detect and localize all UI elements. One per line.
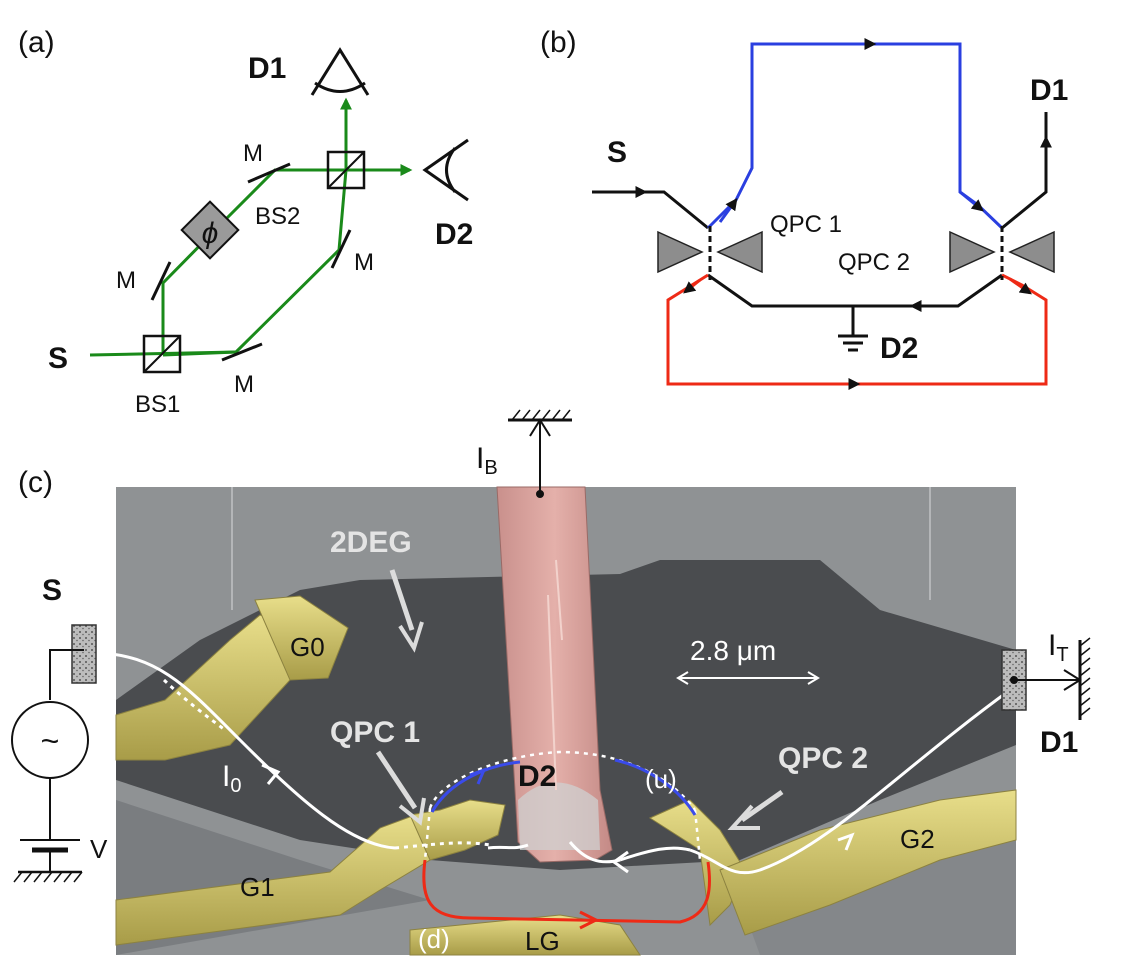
mirror-left-icon [150, 261, 172, 301]
d1-label: D1 [1030, 74, 1068, 107]
two-deg-label: 2DEG [330, 526, 412, 559]
ac-source-label: ~ [41, 723, 60, 759]
path-up-label: (u) [645, 764, 677, 794]
mirror-top-icon [247, 162, 291, 184]
edge-channel-white [97, 651, 1011, 875]
gate-lg-label: LG [525, 926, 560, 956]
lower-path-red [422, 859, 712, 924]
edge-channels-black [592, 112, 1052, 352]
gate-lg [409, 914, 641, 956]
bs2-label: BS2 [255, 203, 300, 230]
path-down-label: (d) [418, 924, 450, 954]
qpc1-label: QPC 1 [770, 211, 842, 238]
panel-a-label: (a) [18, 26, 55, 59]
upper-path-blue-left [430, 760, 521, 813]
panel-b-label: (b) [540, 26, 577, 59]
gate-g2-label: G2 [900, 824, 935, 854]
current-it-label: IT [1048, 629, 1069, 666]
current-ib-label: IB [476, 442, 498, 479]
d1-label: D1 [1040, 726, 1078, 759]
i0-path [97, 651, 396, 850]
beam-lower-arm [162, 169, 348, 357]
source-label: S [48, 342, 68, 375]
arrow-return-icon [611, 850, 629, 874]
detector-d2-icon [422, 138, 469, 202]
pointer-arrows [375, 569, 784, 830]
arrow-upper-icon [469, 767, 487, 785]
source-circuit [11, 649, 89, 883]
d1-label: D1 [248, 52, 286, 85]
mirror-icons [150, 162, 352, 362]
gate-g0-pad [254, 595, 349, 681]
panel-b: (b) [540, 26, 1068, 390]
mirror-right-icon [330, 229, 352, 269]
mirror-label-left: M [116, 267, 136, 294]
arrow-d1-icon [837, 832, 855, 851]
beam-upper-arm [161, 168, 346, 355]
gate-g2 [719, 789, 1017, 936]
mirror-label-bottom: M [234, 371, 254, 398]
arrow-lower-icon [579, 910, 600, 930]
phase-shifter-icon: ϕ [180, 200, 240, 260]
beam-splitter-2-icon [326, 150, 366, 190]
qpc1-label: QPC 1 [330, 716, 420, 749]
panel-c-label: (c) [18, 466, 53, 499]
d1-circuit [1010, 637, 1091, 720]
lower-path-red [666, 273, 1048, 390]
mirror-bottom-icon [221, 342, 263, 362]
ib-circuit [508, 409, 572, 498]
bs1-label: BS1 [135, 391, 180, 418]
edge-source-in [592, 190, 709, 230]
beam-splitter-1-icon [142, 334, 182, 374]
qpc2-icon [949, 226, 1055, 280]
gate-g1-label: G1 [240, 872, 275, 902]
optical-beam-paths [89, 97, 413, 357]
voltage-label: V [90, 834, 108, 864]
d2-label: D2 [518, 760, 556, 793]
d2-label: D2 [435, 218, 473, 251]
mirror-label-right: M [354, 249, 374, 276]
qpc1-icon [657, 226, 763, 280]
gates [115, 595, 1017, 956]
qpc2-label: QPC 2 [838, 249, 910, 276]
edge-to-d2 [707, 273, 1003, 308]
arrow-icons-white [261, 763, 855, 874]
phase-label: ϕ [202, 217, 219, 250]
source-label: S [42, 574, 62, 607]
upper-path-blue-right [614, 758, 697, 816]
current-i0-label: I0 [222, 760, 241, 797]
d2-label: D2 [880, 332, 918, 365]
contact-s-icon [71, 624, 97, 684]
qpc2-label: QPC 2 [778, 742, 868, 775]
arrow-qpc2-icon [740, 789, 784, 823]
panel-a: (a) ϕ [18, 26, 473, 418]
ohmic-contact-d2 [496, 486, 613, 863]
arrow-qpc1-icon [375, 750, 418, 810]
detector-d1-icon [310, 47, 370, 96]
scale-bar [676, 671, 820, 685]
gate-g0-label: G0 [290, 632, 325, 662]
upper-path-blue [706, 38, 1004, 230]
arrow-2deg-icon [389, 569, 415, 631]
source-label: S [607, 136, 627, 169]
mirror-label-top: M [243, 140, 263, 167]
d1-path [689, 688, 1011, 875]
scale-label: 2.8 μm [690, 635, 776, 666]
edge-to-d1 [1001, 112, 1048, 230]
panel-c: (c) [11, 409, 1091, 956]
arrow-i0-icon [261, 763, 281, 785]
